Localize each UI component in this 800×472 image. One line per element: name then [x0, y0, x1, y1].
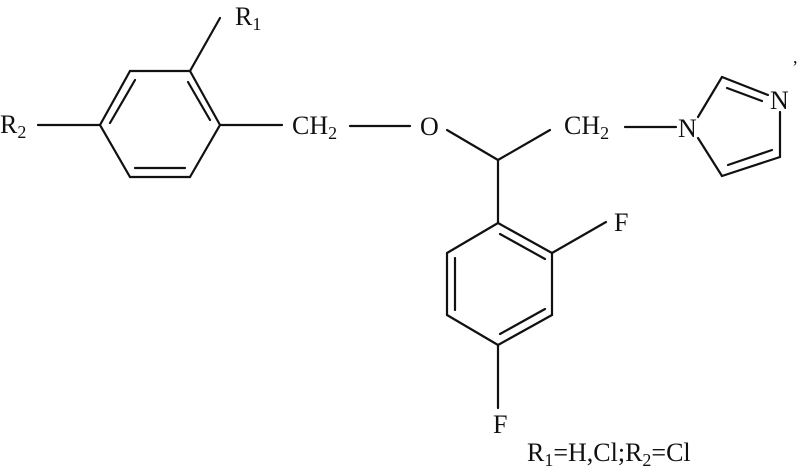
substituent-caption: R1=H,Cl;R2=Cl: [527, 438, 691, 470]
stray-mark: ,: [793, 47, 798, 67]
n3-label: N: [770, 86, 789, 115]
ch2-right-label: CH2: [564, 111, 610, 143]
r2-label: R2: [0, 110, 27, 142]
ch2-left-label: CH2: [292, 111, 338, 143]
oxygen-label: O: [420, 112, 439, 141]
n1-label: N: [678, 114, 697, 143]
f-ortho-label: F: [614, 208, 629, 237]
f-para-label: F: [493, 410, 508, 439]
r1-label: R1: [235, 2, 262, 34]
